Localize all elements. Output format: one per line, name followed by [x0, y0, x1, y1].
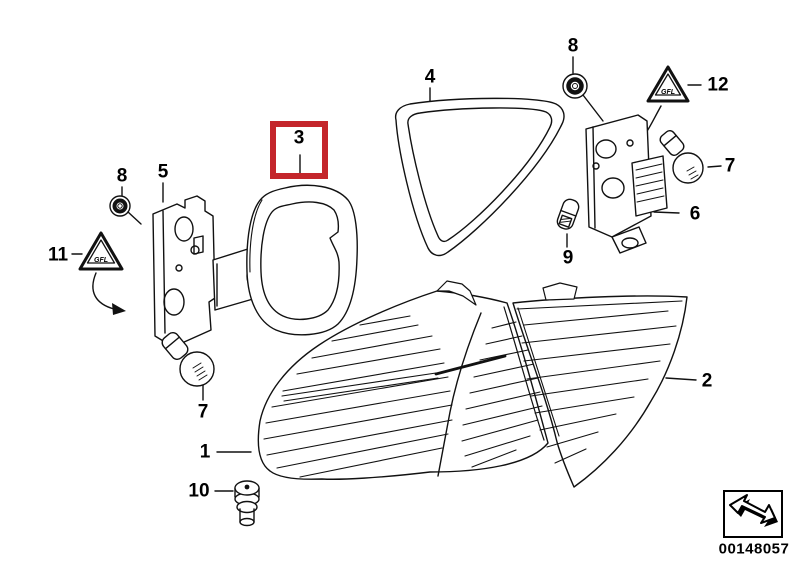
callout-8-right[interactable]: 8: [567, 35, 579, 57]
part-10-plug-drawing: [234, 480, 260, 527]
image-number: 00148057: [718, 540, 790, 558]
direction-arrow-icon: [729, 494, 778, 527]
part-4-seal-drawing: [394, 97, 565, 257]
warning-triangle-12-text: GFL: [661, 89, 675, 96]
direction-arrow-box: [723, 490, 783, 538]
part-3-gasket-drawing: [246, 184, 358, 336]
callout-2[interactable]: 2: [701, 370, 713, 392]
part-7-bulb-left-drawing: [161, 332, 215, 387]
callout-1[interactable]: 1: [199, 441, 211, 463]
callout-10[interactable]: 10: [188, 480, 210, 502]
callout-5[interactable]: 5: [157, 161, 169, 183]
part-7-bulb-right-drawing: [659, 130, 704, 184]
callout-3[interactable]: 3: [293, 127, 305, 149]
callout-8-left[interactable]: 8: [116, 165, 128, 187]
warning-triangle-11-icon: GFL: [78, 231, 124, 271]
warning-triangle-11-text: GFL: [94, 257, 108, 264]
arrow-from-11: [92, 272, 126, 315]
part-1-outer-lamp-drawing: [257, 280, 549, 480]
part-6-bulb-carrier-right-drawing: [585, 114, 668, 254]
callout-9[interactable]: 9: [562, 247, 574, 269]
leader-lines: [71, 56, 722, 492]
part-2-inner-lamp-drawing: [512, 282, 688, 488]
callout-12[interactable]: 12: [707, 74, 729, 96]
part-8-grommet-right-drawing: [562, 73, 604, 122]
callout-4[interactable]: 4: [424, 66, 436, 88]
callout-6[interactable]: 6: [689, 203, 701, 225]
callout-7-left[interactable]: 7: [197, 401, 209, 423]
callout-7-right[interactable]: 7: [724, 155, 736, 177]
part-9-bulb-small-drawing: [556, 198, 580, 230]
highlight-box: 3: [270, 121, 328, 179]
callout-11[interactable]: 11: [47, 244, 69, 266]
part-8-grommet-left-drawing: [109, 195, 142, 225]
warning-triangle-12-icon: GFL: [646, 65, 690, 103]
